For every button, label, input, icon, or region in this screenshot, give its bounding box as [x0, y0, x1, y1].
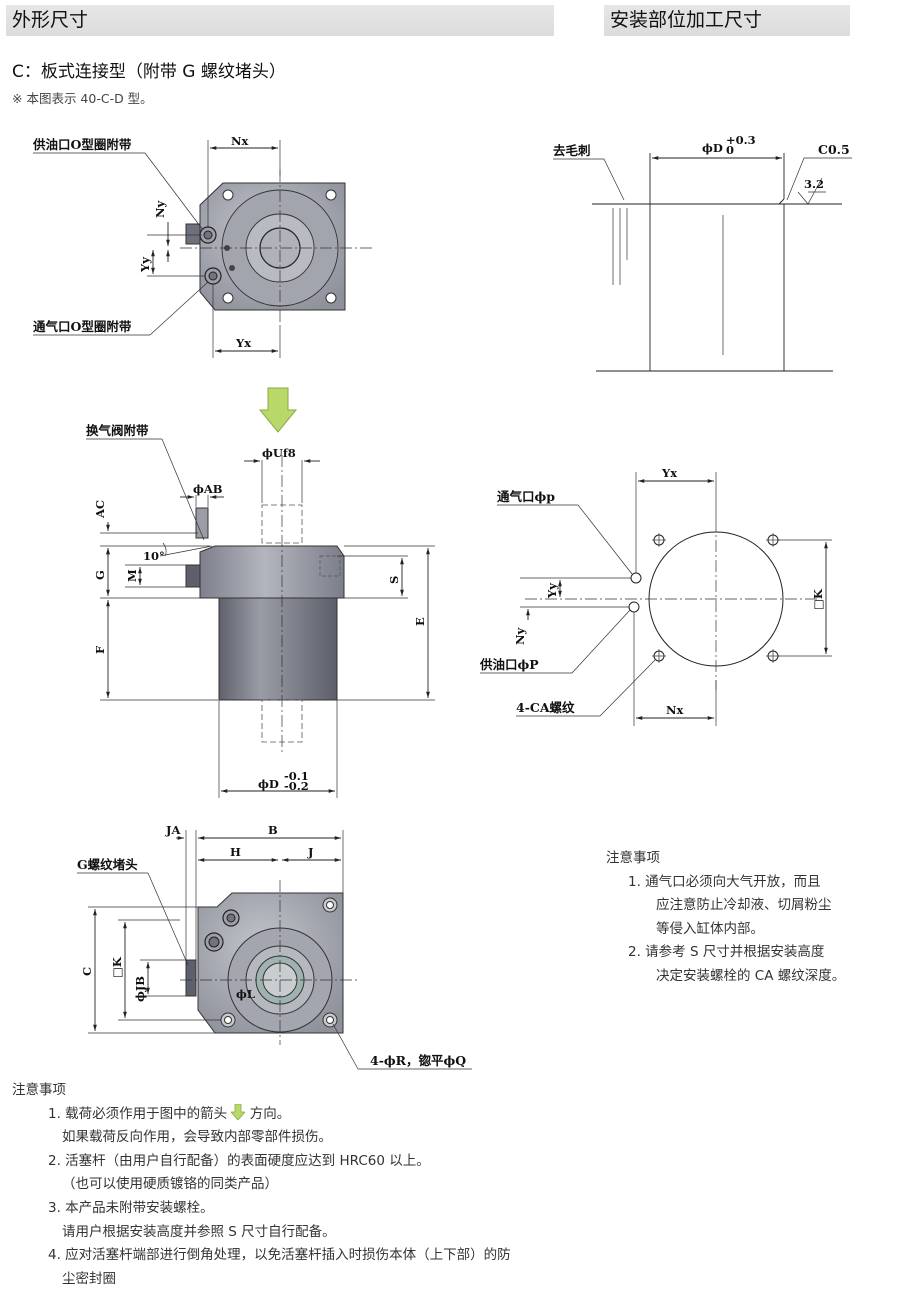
dim-ac-label: AC	[93, 500, 107, 519]
label-supply-port: 供油口ϕP	[479, 657, 539, 672]
dim-e-label: E	[413, 617, 427, 626]
label-vent-port: 通气口ϕp	[497, 489, 555, 504]
dim-angle-label: 10°	[143, 549, 165, 563]
note-bottom-1-line2: 如果载荷反向作用，会导致内部零部件损伤。	[62, 1129, 332, 1146]
note-right-1-line1: 1. 通气口必须向大气开放，而且	[628, 873, 821, 890]
notes-right-title: 注意事项	[606, 850, 660, 866]
note-bottom-3-line2: 请用户根据安装高度并参照 S 尺寸自行配备。	[62, 1223, 336, 1240]
note-bottom-1-text-a: 1. 载荷必须作用于图中的箭头	[48, 1105, 228, 1122]
label-plug: G螺纹堵头	[77, 857, 138, 872]
dim-mount-d-tol-lower: 0	[726, 143, 734, 157]
label-deburr: 去毛刺	[553, 143, 591, 158]
dim-d-tol-lower: -0.2	[284, 779, 309, 793]
dim-mount-ny-label: Ny	[513, 627, 527, 645]
dim-h-label: H	[230, 845, 241, 859]
note-bottom-1-text-b: 方向。	[249, 1105, 291, 1122]
dim-m-label: M	[125, 569, 139, 582]
dim-f-label: F	[93, 645, 107, 654]
dim-mount-d-label: ϕD	[702, 141, 723, 155]
down-arrow-icon	[231, 1103, 246, 1120]
label-supply-oring: 供油口O型圈附带	[32, 137, 132, 152]
dim-d-label: ϕD	[258, 777, 279, 791]
dim-mount-d-tol-upper: +0.3	[726, 133, 756, 147]
dim-mount-yx-label: Yx	[661, 466, 677, 480]
roughness-label: 3.2	[804, 177, 824, 191]
label-thread: 4-CA螺纹	[516, 700, 575, 715]
dim-j-label: J	[307, 845, 313, 859]
section-header-dimensions: 外形尺寸	[6, 5, 554, 36]
remark-note: ※ 本图表示 40-C-D 型。	[12, 91, 153, 106]
notes-right: 注意事项 1. 通气口必须向大气开放，而且 应注意防止冷却液、切屑粉尘 等侵入缸…	[606, 847, 876, 989]
dim-s-label: S	[387, 576, 401, 584]
note-bottom-1-line1: 1. 载荷必须作用于图中的箭头 方向。	[12, 1103, 612, 1127]
top-view-drawing: Nx Ny Yy Yx 供油口O型圈附带 通气口O型圈附带	[32, 134, 372, 358]
dim-c-label: C	[80, 967, 94, 976]
note-right-2-line1: 2. 请参考 S 尺寸并根据安装高度	[628, 944, 825, 961]
note-bottom-2-line1: 2. 活塞杆（由用户自行配备）的表面硬度应达到 HRC60 以上。	[48, 1152, 430, 1169]
dim-k-label: □K	[110, 956, 124, 978]
notes-bottom: 注意事项 1. 载荷必须作用于图中的箭头 方向。 如果载荷反向作用，会导致内部零…	[12, 1079, 612, 1291]
dim-nx-label: Nx	[231, 134, 249, 148]
side-view-drawing: ϕUf8 ϕAB 换气阀附带 AC G F M 10°	[86, 423, 435, 798]
section-header-mounting: 安装部位加工尺寸	[604, 5, 850, 36]
dim-l-label: ϕL	[236, 987, 255, 1001]
mount-plan-drawing: Yx Nx Yy Ny □K 通气口ϕp 供油口ϕP 4-CA螺纹	[479, 466, 832, 726]
dim-mount-nx-label: Nx	[666, 703, 684, 717]
dim-mount-yy-label: Yy	[545, 583, 559, 599]
note-bottom-3-line1: 3. 本产品未附带安装螺栓。	[48, 1199, 214, 1216]
dim-yx-label: Yx	[235, 336, 251, 350]
notes-bottom-title: 注意事项	[12, 1082, 66, 1098]
dim-g-label: G	[93, 570, 107, 580]
dim-ja-label: JA	[165, 823, 181, 837]
dim-mount-k-label: □K	[811, 588, 825, 610]
note-right-1-line2: 应注意防止冷却液、切屑粉尘	[656, 897, 832, 914]
label-hole: 4-ϕR，锪平ϕQ	[370, 1053, 466, 1068]
note-bottom-2-line2: （也可以使用硬质镀铬的同类产品）	[62, 1176, 278, 1193]
model-subtitle: C：板式连接型（附带 G 螺纹堵头）	[12, 62, 286, 82]
dim-jb-label: ϕJB	[133, 976, 147, 1002]
label-vent-oring: 通气口O型圈附带	[33, 319, 132, 334]
mount-section-drawing: ϕD +0.3 0 去毛刺 C0.5 3.2	[553, 133, 852, 372]
dim-d-tol-upper: -0.1	[284, 769, 309, 783]
dim-ab-label: ϕAB	[193, 482, 223, 496]
dim-ny-label: Ny	[153, 200, 167, 218]
dim-b-label: B	[268, 823, 278, 837]
label-vent-valve: 换气阀附带	[86, 423, 149, 438]
dim-chamfer-label: C0.5	[818, 142, 850, 157]
note-bottom-4-line2: 尘密封圈	[62, 1270, 116, 1287]
bottom-view-drawing: B JA H J G螺纹堵头 C □K ϕJB ϕL 4-ϕR，锪平ϕQ	[77, 823, 472, 1070]
note-bottom-4-line1: 4. 应对活塞杆端部进行倒角处理，以免活塞杆插入时损伤本体（上下部）的防	[48, 1247, 511, 1264]
note-right-2-line2: 决定安装螺栓的 CA 螺纹深度。	[656, 967, 846, 984]
note-right-1-line3: 等侵入缸体内部。	[656, 920, 764, 937]
dim-yy-label: Yy	[138, 257, 152, 273]
dim-uf8-label: ϕUf8	[262, 446, 296, 460]
load-direction-arrow	[258, 387, 298, 433]
